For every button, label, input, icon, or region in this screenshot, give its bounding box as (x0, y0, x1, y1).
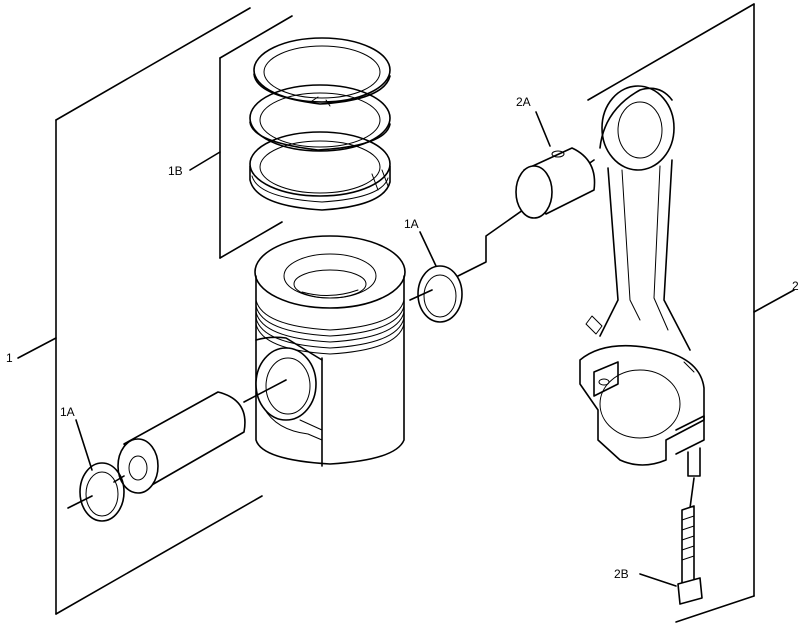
group-1-bracket (17, 7, 263, 615)
rod-bolt (639, 505, 703, 605)
piston-pin (117, 379, 287, 494)
callout-2a: 2A (516, 95, 531, 109)
callout-2: 2 (792, 279, 799, 293)
pin-bushing (515, 111, 596, 219)
callout-1a-right: 1A (404, 217, 419, 231)
callout-1b: 1B (168, 164, 183, 178)
retainer-left (67, 419, 125, 522)
callout-2b: 2B (614, 567, 629, 581)
connecting-rod (579, 85, 705, 509)
group-2-bracket (587, 3, 795, 623)
piston (254, 235, 406, 467)
callout-1: 1 (6, 351, 13, 365)
callout-1a-left: 1A (60, 405, 75, 419)
piston-rings (249, 37, 391, 211)
rings-bracket (189, 15, 293, 259)
